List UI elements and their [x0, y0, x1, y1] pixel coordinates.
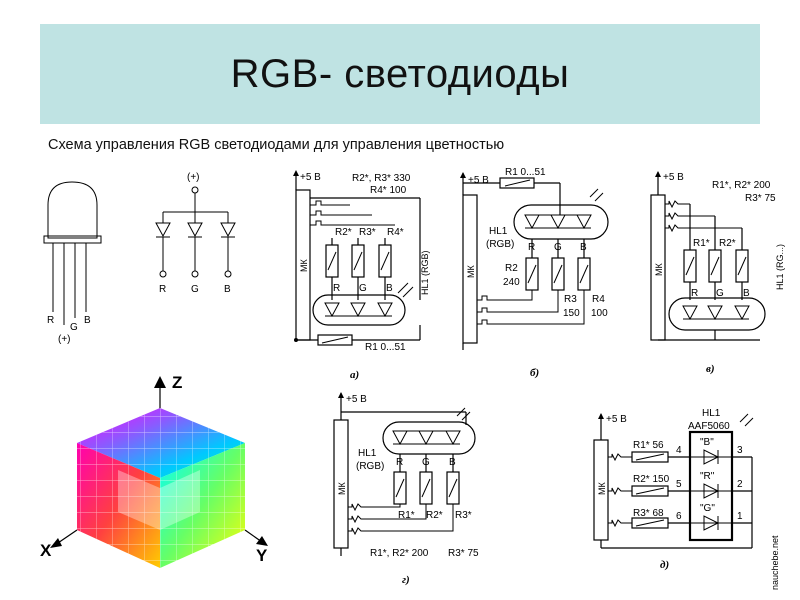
circuit-d-r2: R2* 150 — [633, 474, 670, 485]
circuit-d-pin6: 6 — [676, 511, 682, 522]
circuit-c-caption: в) — [706, 363, 715, 375]
circuit-g-supply: +5 В — [346, 394, 367, 405]
circuit-a-r4: R4* — [387, 227, 404, 238]
circuit-a: +5 В R2*, R3* 330 R4* 100 МК R2* R3* R4*… — [293, 170, 430, 381]
circuit-c-pin-g: G — [716, 288, 724, 299]
circuit-a-r3: R3* — [359, 227, 376, 238]
circuit-a-note1: R2*, R3* 330 — [352, 173, 411, 184]
sym-common-label: (+) — [187, 172, 200, 183]
circuit-a-r1: R1 0...51 — [365, 342, 406, 353]
circuit-b-r4-value: 100 — [591, 308, 608, 319]
cube-axis-x: X — [40, 541, 52, 560]
circuit-d-pin5: 5 — [676, 479, 682, 490]
circuit-c-side-label: HL1 (RG...) — [775, 244, 785, 290]
circuit-g-caption: г) — [402, 574, 410, 586]
circuit-c-mcu: МК — [654, 263, 664, 276]
circuit-d: +5 В HL1 AAF5060 МК R1* 56 R2* 150 R3* 6… — [593, 408, 754, 571]
circuit-c-r2: R2* — [719, 238, 736, 249]
circuit-d-pin3: 3 — [737, 445, 743, 456]
circuit-b-r3-value: 150 — [563, 308, 580, 319]
circuit-d-label-b: "B" — [700, 437, 714, 448]
circuit-d-label-r: "R" — [700, 471, 715, 482]
circuit-d-pin1: 1 — [737, 511, 743, 522]
pkg-label-common: (+) — [58, 334, 71, 345]
circuit-b-mcu: МК — [466, 265, 476, 278]
circuit-c-pin-r: R — [691, 288, 698, 299]
circuit-g-r2: R2* — [426, 510, 443, 521]
circuit-b-r2-value: 240 — [503, 277, 520, 288]
circuit-d-r3: R3* 68 — [633, 508, 664, 519]
circuit-c-pin-b: B — [743, 288, 750, 299]
circuit-a-r2: R2* — [335, 227, 352, 238]
pkg-label-r: R — [47, 315, 54, 326]
pkg-label-b: B — [84, 315, 91, 326]
circuit-b-r3: R3 — [564, 294, 577, 305]
circuit-a-pin-r: R — [333, 283, 340, 294]
rgb-color-cube: Z X Y — [40, 373, 268, 568]
circuit-g-hl1: HL1 — [358, 448, 377, 459]
cube-axis-z: Z — [172, 373, 182, 392]
circuit-g-note1: R1*, R2* 200 — [370, 548, 429, 559]
circuit-b: +5 В R1 0...51 МК HL1 (RGB) R G B R2 24 — [460, 167, 609, 379]
circuit-b-supply: +5 В — [468, 175, 489, 186]
circuit-d-hl1: HL1 — [702, 408, 721, 419]
circuit-g-mcu: МК — [337, 482, 347, 495]
circuit-a-mcu: МК — [299, 259, 309, 272]
circuit-c-note1: R1*, R2* 200 — [712, 180, 771, 191]
circuit-c-note2: R3* 75 — [745, 193, 776, 204]
circuit-g-r3: R3* — [455, 510, 472, 521]
sym-label-r: R — [159, 284, 166, 295]
circuit-d-pin4: 4 — [676, 445, 682, 456]
circuit-b-rgb: (RGB) — [486, 239, 514, 250]
slide-title: RGB- светодиоды — [230, 51, 570, 96]
sym-label-b: B — [224, 284, 231, 295]
circuit-d-caption: д) — [660, 559, 669, 571]
circuit-a-note2: R4* 100 — [370, 185, 407, 196]
circuit-b-hl1: HL1 — [489, 226, 508, 237]
circuit-d-r1: R1* 56 — [633, 440, 664, 451]
circuit-d-supply: +5 В — [606, 414, 627, 425]
circuit-a-led-label: HL1 (RGB) — [420, 250, 430, 295]
led-package-drawing: R G B (+) — [43, 181, 102, 345]
circuit-a-pin-g: G — [359, 283, 367, 294]
pkg-label-g: G — [70, 322, 78, 333]
circuit-a-pin-b: B — [386, 283, 393, 294]
circuit-a-supply: +5 В — [300, 172, 321, 183]
circuit-c-r1: R1* — [693, 238, 710, 249]
slide-subtitle: Схема управления RGB светодиодами для уп… — [48, 137, 505, 153]
circuit-a-caption: а) — [350, 369, 359, 381]
circuit-b-r1: R1 0...51 — [505, 167, 546, 178]
circuit-g-r1: R1* — [398, 510, 415, 521]
circuit-d-pin2: 2 — [737, 479, 743, 490]
circuit-d-mcu: МК — [597, 482, 607, 495]
watermark-text: nauchebe.net — [770, 535, 780, 590]
sym-label-g: G — [191, 284, 199, 295]
circuit-b-r4: R4 — [592, 294, 605, 305]
circuit-g: +5 В МК HL1 (RGB) R G B R1* R2* R3* — [333, 392, 479, 586]
circuit-c: +5 В R1*, R2* 200 R3* 75 МК R1* R2* R G … — [650, 171, 785, 375]
circuit-b-r2: R2 — [505, 263, 518, 274]
circuit-c-supply: +5 В — [663, 172, 684, 183]
circuit-g-note2: R3* 75 — [448, 548, 479, 559]
title-band: RGB- светодиоды — [40, 24, 760, 124]
circuit-d-part: AAF5060 — [688, 421, 730, 432]
circuit-b-caption: б) — [530, 367, 539, 379]
cube-axis-y: Y — [256, 546, 268, 565]
circuit-g-rgb: (RGB) — [356, 461, 384, 472]
circuit-d-label-g: "G" — [700, 503, 715, 514]
led-symbol-diagram: (+) R G B — [155, 172, 236, 295]
